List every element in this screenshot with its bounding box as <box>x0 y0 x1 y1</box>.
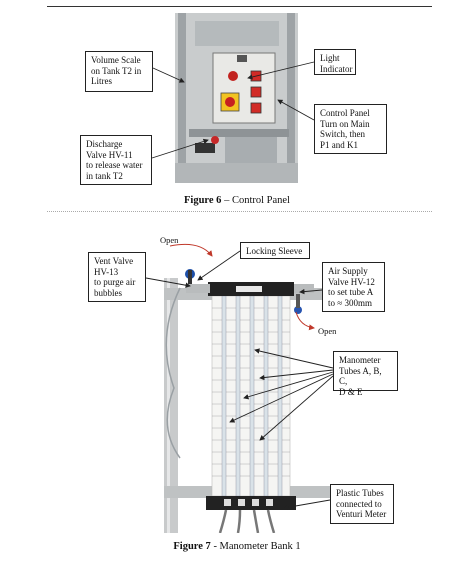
volume-scale-callout: Volume Scale on Tank T2 in Litres <box>85 51 153 92</box>
manometer-tubes-callout: Manometer Tubes A, B, C, D & E <box>333 351 398 397</box>
vent-valve-callout: Vent Valve HV-13 to purge air bubbles <box>88 252 146 302</box>
top-rule <box>47 6 432 7</box>
plastic-tubes-callout: Plastic Tubes connected to Venturi Meter <box>330 484 394 524</box>
figure6-caption-label: Figure 6 <box>184 195 222 206</box>
figure6-caption-text: – Control Panel <box>221 195 290 206</box>
control-panel-callout: Control Panel Turn on Main Switch, then … <box>314 104 387 154</box>
figure7-caption-label: Figure 7 <box>173 541 211 552</box>
air-supply-callout: Air Supply Valve HV-12 to set tube A to … <box>322 262 385 312</box>
light-indicator-callout: Light Indicator <box>314 49 356 75</box>
control-panel-photo <box>175 13 298 183</box>
figure7-caption-text: - Manometer Bank 1 <box>210 541 301 552</box>
figure7-caption: Figure 7 - Manometer Bank 1 <box>0 541 474 552</box>
section-separator <box>47 211 432 212</box>
open-label-right: Open <box>318 326 337 336</box>
discharge-valve-callout: Discharge Valve HV-11 to release water i… <box>80 135 152 185</box>
locking-sleeve-callout: Locking Sleeve <box>240 242 310 259</box>
figure6-caption: Figure 6 – Control Panel <box>0 195 474 206</box>
open-label-top: Open <box>160 235 179 245</box>
